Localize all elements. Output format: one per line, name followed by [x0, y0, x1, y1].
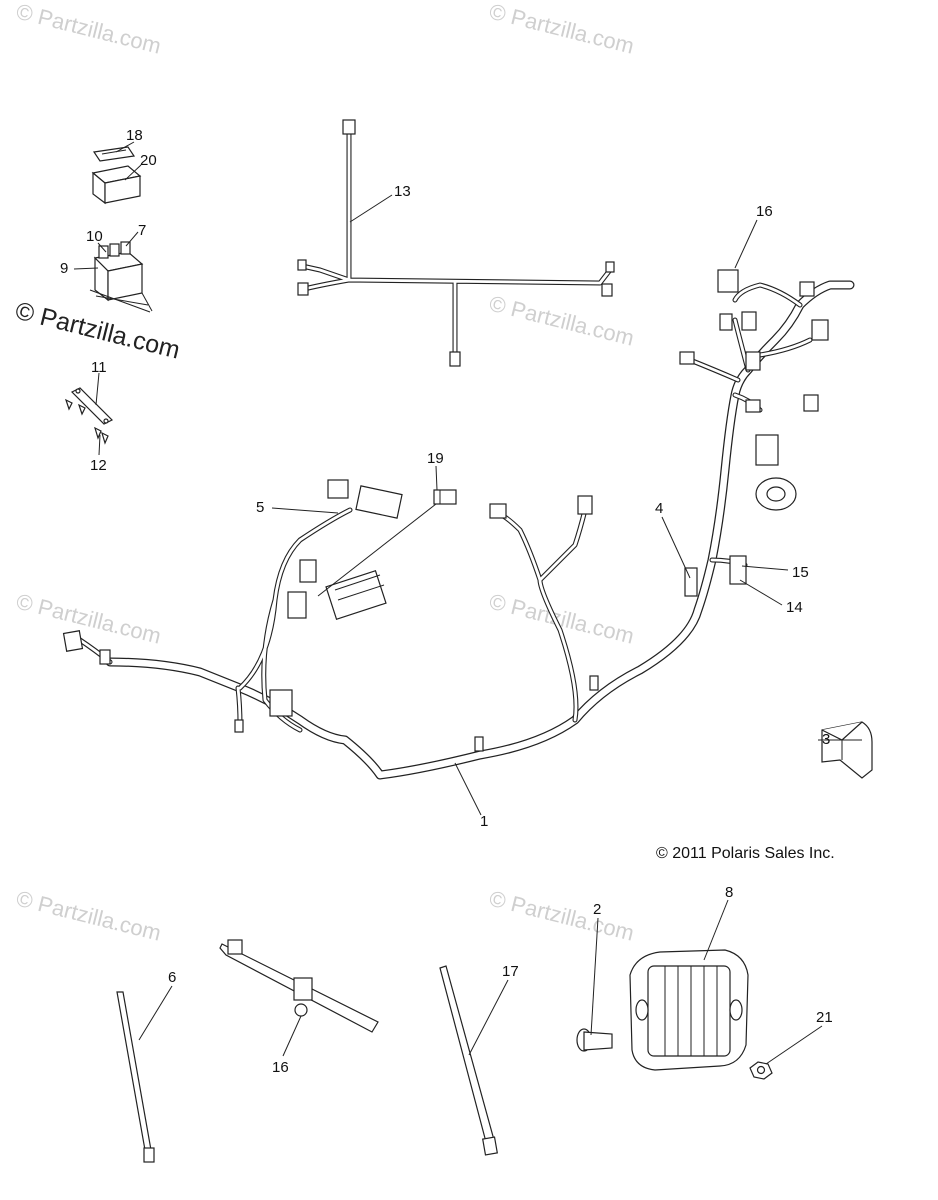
part-9-fuse-box: [89, 241, 153, 313]
part-8-regulator: [629, 949, 749, 1071]
part-20-fuse-cover: [91, 165, 142, 205]
watermark-main: © Partzilla.com: [13, 297, 183, 365]
part-6-cable-tie: [116, 991, 155, 1163]
part-3-clip: [821, 721, 873, 779]
part-18-fuse-label: [92, 146, 136, 162]
callout-20: 20: [140, 152, 157, 169]
copyright-text: © 2011 Polaris Sales Inc.: [656, 845, 835, 862]
callout-16-bottom: 16: [272, 1059, 289, 1076]
callout-1: 1: [480, 813, 488, 830]
part-2-rivet: [576, 1028, 613, 1052]
part-17-cable-tie: [439, 965, 498, 1156]
watermark: © Partzilla.com: [14, 886, 164, 946]
callout-17: 17: [502, 963, 519, 980]
callout-6: 6: [168, 969, 176, 986]
watermark: © Partzilla.com: [14, 0, 164, 59]
callout-3: 3: [822, 731, 830, 748]
part-12-screws: [94, 426, 109, 445]
callout-12: 12: [90, 457, 107, 474]
callout-7: 7: [138, 222, 146, 239]
part-11-bracket: [64, 387, 114, 425]
callout-4: 4: [655, 500, 663, 517]
callout-11: 11: [91, 359, 107, 376]
watermark: © Partzilla.com: [487, 886, 637, 946]
callout-21: 21: [816, 1009, 833, 1026]
part-1-main-harness: [62, 269, 855, 780]
watermark: © Partzilla.com: [487, 291, 637, 351]
callout-19: 19: [427, 450, 444, 467]
part-21-nut: [749, 1061, 773, 1080]
callout-8: 8: [725, 884, 733, 901]
callout-5: 5: [256, 499, 264, 516]
callout-13: 13: [394, 183, 411, 200]
callout-18: 18: [126, 127, 143, 144]
callout-16: 16: [756, 203, 773, 220]
part-13-sub-harness: [297, 119, 615, 367]
part-16-tie-clip: [219, 939, 379, 1033]
leader-lines: [73, 141, 862, 1065]
part-19-connector: [433, 489, 457, 505]
callout-9: 9: [60, 260, 68, 277]
callout-15: 15: [792, 564, 809, 581]
callout-2: 2: [593, 901, 601, 918]
watermark: © Partzilla.com: [487, 0, 637, 59]
callout-10: 10: [86, 228, 103, 245]
watermark: © Partzilla.com: [14, 589, 164, 649]
callout-14: 14: [786, 599, 803, 616]
callouts: 18 20 10 7 9 11 12 13 16 19 5 4 15 14 3 …: [60, 127, 833, 1076]
